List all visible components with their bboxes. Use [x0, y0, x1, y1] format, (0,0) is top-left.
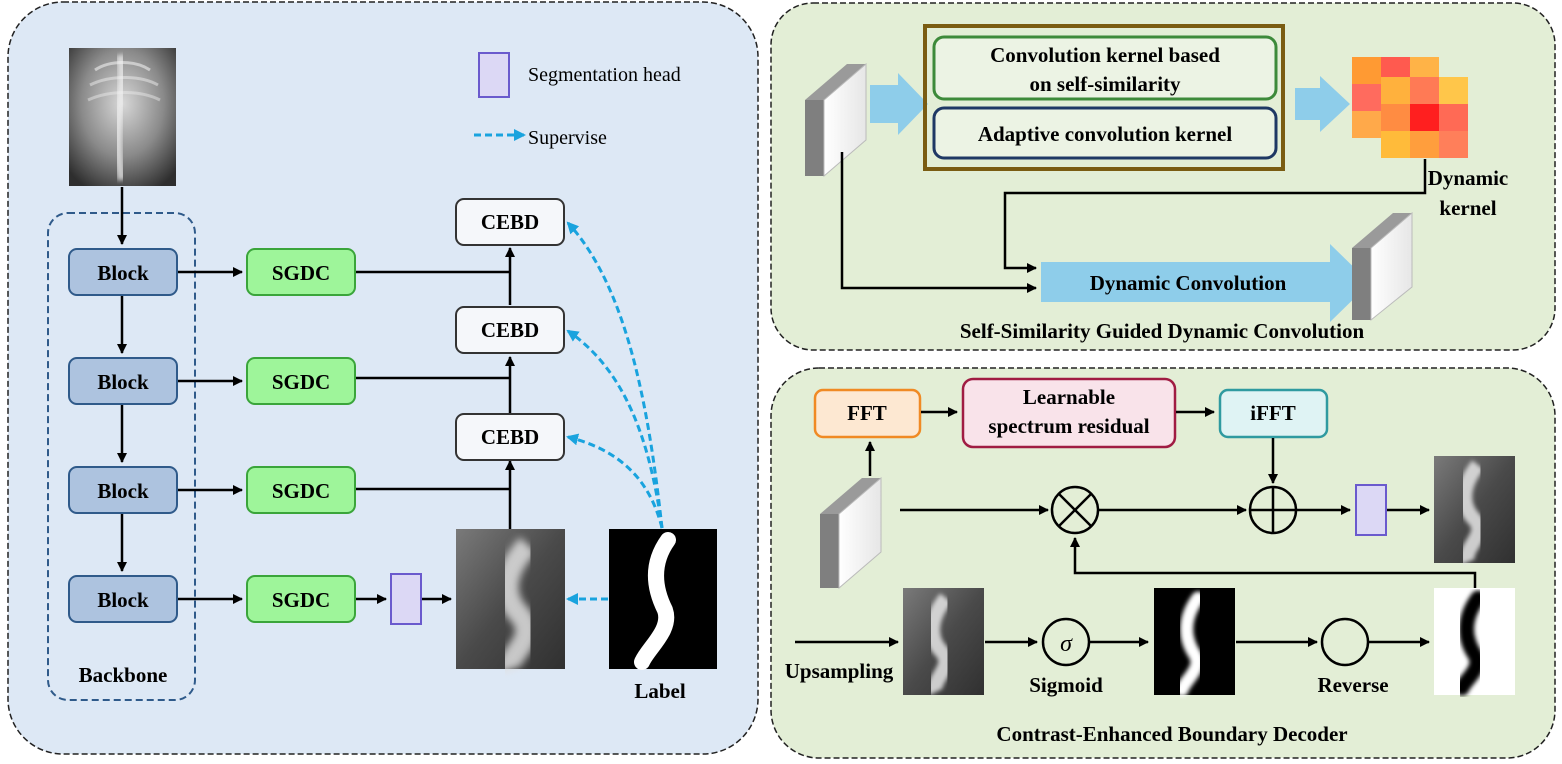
self-similarity-kernel-label-2: on self-similarity [1029, 72, 1181, 96]
sgdc-panel-title: Self-Similarity Guided Dynamic Convoluti… [960, 319, 1365, 343]
backbone-block-2: Block [68, 357, 178, 405]
sigmoid-label: Sigmoid [1029, 673, 1103, 697]
kernel-generator-box [923, 24, 1285, 171]
sigmoid-operator: σ [1041, 617, 1091, 667]
dynamic-kernel-heatmap [1352, 57, 1468, 158]
sgdc-module-2: SGDC [246, 357, 356, 405]
svg-text:Block: Block [97, 588, 149, 612]
svg-text:SGDC: SGDC [272, 261, 330, 285]
reverse-label: Reverse [1317, 673, 1388, 697]
cebd-output-map [1434, 456, 1515, 565]
upsampling-label: Upsampling [785, 659, 894, 683]
cebd-panel-title: Contrast-Enhanced Boundary Decoder [996, 722, 1347, 746]
cebd-module-1: CEBD [455, 198, 565, 246]
self-similarity-kernel-label-1: Convolution kernel based [990, 43, 1220, 67]
svg-text:SGDC: SGDC [272, 588, 330, 612]
backbone-block-4: Block [68, 575, 178, 623]
sgdc-flow-arrow-1 [870, 73, 928, 135]
sgdc-flow-arrow-2 [1295, 76, 1350, 132]
sgdc-module-4: SGDC [246, 575, 356, 623]
cebd-module-2: CEBD [455, 306, 565, 354]
segmentation-head-legend-icon [478, 52, 510, 98]
sgdc-module-3: SGDC [246, 466, 356, 514]
fft-label: FFT [847, 401, 887, 425]
upsampled-prediction-map [903, 588, 984, 696]
sigmoid-output-map [1154, 588, 1235, 697]
lsr-label-2: spectrum residual [988, 414, 1149, 438]
self-similarity-kernel-box [932, 35, 1278, 101]
segmentation-head-legend-label: Segmentation head [528, 64, 681, 86]
supervise-legend-label: Supervise [528, 127, 607, 149]
lsr-label-1: Learnable [1023, 385, 1115, 409]
backbone-label: Backbone [79, 663, 168, 687]
cebd-module-3: CEBD [455, 413, 565, 461]
dynamic-convolution-label: Dynamic Convolution [1090, 271, 1287, 295]
svg-text:SGDC: SGDC [272, 479, 330, 503]
sgdc-output-feature-map [1352, 211, 1413, 322]
backbone-block-1: Block [68, 248, 178, 296]
coarse-prediction-map [456, 529, 565, 674]
reversed-boundary-map [1434, 588, 1515, 696]
svg-text:CEBD: CEBD [481, 425, 539, 449]
svg-text:Block: Block [97, 479, 149, 503]
reverse-operator [1320, 617, 1370, 667]
cebd-segmentation-head [1355, 484, 1387, 536]
fft-box [813, 388, 922, 439]
multiply-operator-icon [1050, 485, 1100, 535]
svg-text:σ: σ [1060, 631, 1073, 657]
dynamic-kernel-label-1: Dynamic [1428, 166, 1509, 190]
svg-text:Block: Block [97, 261, 149, 285]
sgdc-module-1: SGDC [246, 248, 356, 296]
ifft-label: iFFT [1250, 401, 1296, 425]
svg-text:Block: Block [97, 370, 149, 394]
cebd-input-feature-map [820, 476, 882, 590]
backbone-block-3: Block [68, 466, 178, 514]
learnable-spectrum-residual-box [961, 377, 1177, 449]
ground-truth-label-image [609, 529, 717, 670]
label-caption: Label [634, 679, 686, 703]
svg-text:CEBD: CEBD [481, 318, 539, 342]
dynamic-convolution-arrow [1041, 244, 1370, 322]
xray-input-image [69, 48, 176, 186]
adaptive-kernel-label: Adaptive convolution kernel [978, 122, 1233, 146]
segmentation-head [390, 573, 422, 625]
ifft-box [1218, 388, 1329, 439]
dynamic-kernel-label-2: kernel [1439, 196, 1496, 220]
add-operator-icon [1248, 485, 1298, 535]
svg-text:CEBD: CEBD [481, 210, 539, 234]
svg-text:SGDC: SGDC [272, 370, 330, 394]
adaptive-kernel-box [932, 106, 1278, 160]
sgdc-input-feature-map [805, 62, 867, 178]
